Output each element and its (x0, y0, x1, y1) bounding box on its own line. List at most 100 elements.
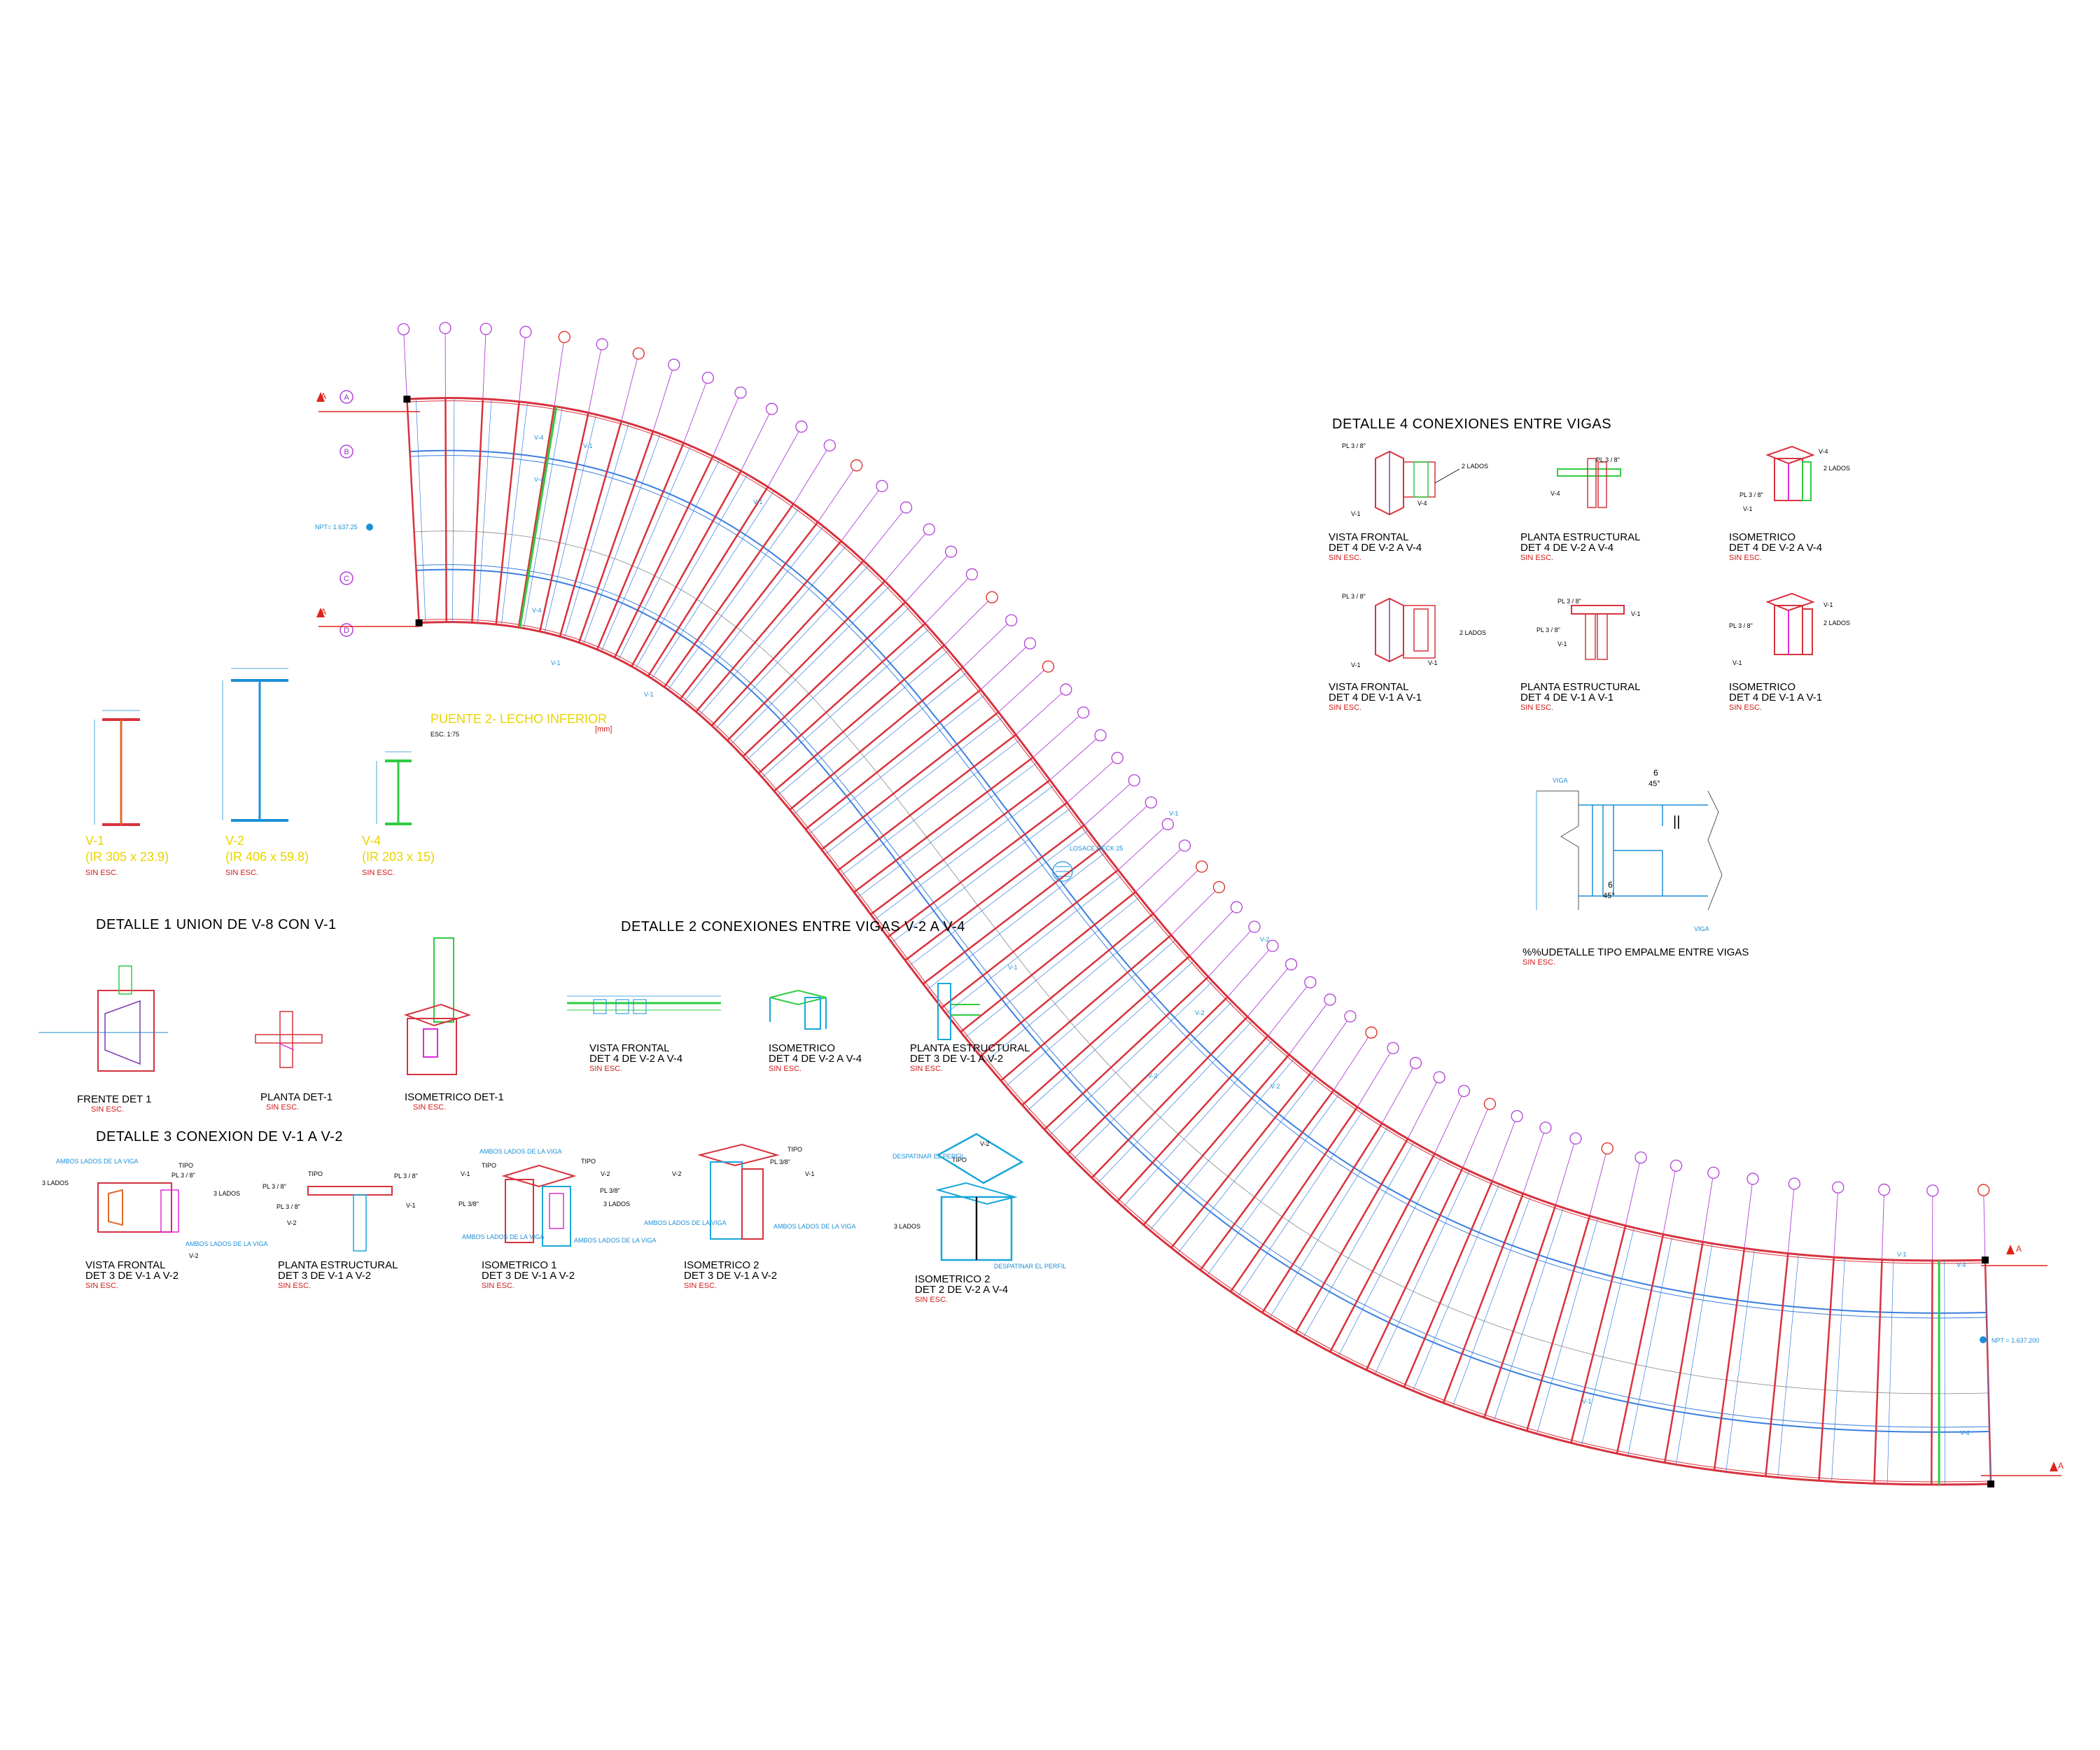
cross-beam (1873, 1259, 1883, 1484)
det4-cap-1-l2: DET 4 DE V-2 A V-4 (1329, 542, 1422, 554)
det3-tipo-label: TIPO (581, 1158, 596, 1165)
det4-v1-label: V-1 (1428, 659, 1438, 666)
cross-beam (1116, 1035, 1269, 1203)
axis-leader (1247, 964, 1292, 1017)
axis-bubble-icon (1178, 839, 1191, 852)
detalle-3: DETALLE 3 CONEXION DE V-1 A V-2 AMBOS LA… (42, 1129, 1066, 1304)
cross-beam-dim (985, 918, 1158, 1063)
axis-bubble-icon (876, 479, 888, 493)
det3-planta: TIPO PL 3 / 8" PL 3 / 8" PL 3 / 8" V-2 V… (262, 1170, 418, 1252)
cross-beam-dim (1269, 1126, 1389, 1318)
det4-cap-4-l2: DET 4 DE V-1 A V-1 (1329, 692, 1422, 704)
det4-cap-1-sin: SIN ESC. (1329, 554, 1362, 562)
axis-leader (1100, 802, 1152, 848)
cross-beam-dim (501, 402, 528, 625)
section-arrow-icon: A (316, 391, 420, 412)
axis-leader (741, 408, 772, 471)
det3-lados-label: 3 LADOS (603, 1200, 630, 1208)
axis-leader (884, 528, 930, 582)
det3-despatinar-label: DESPATINAR EL PERFIL (892, 1153, 965, 1160)
detalle-2-title: DETALLE 2 CONEXIONES ENTRE VIGAS V-2 A V… (621, 919, 965, 934)
det3-v2-label: V-2 (980, 1140, 990, 1147)
axis-bubble-icon (1196, 860, 1208, 873)
det4-cap-3-l1: ISOMETRICO (1729, 531, 1795, 543)
cross-beam-dim (777, 650, 949, 796)
axis-leader (1462, 1103, 1490, 1168)
det4-v4-label: V-4 (1418, 500, 1427, 507)
axis-leader (1227, 945, 1273, 997)
det3-v1-label: V-1 (461, 1170, 470, 1177)
det4-lados-label: 2 LADOS (1462, 463, 1488, 470)
cross-beam (578, 430, 654, 643)
cross-beam-dim (1097, 1021, 1253, 1184)
axis-bubble-icon (1023, 637, 1037, 650)
empalme-viga-top: VIGA (1553, 777, 1568, 784)
row-label-d: D (344, 626, 349, 635)
det2-cap-1-l2: DET 4 DE V-2 A V-4 (589, 1053, 682, 1065)
empalme-title: %%UDETALLE TIPO EMPALME ENTRE VIGAS (1522, 946, 1749, 958)
det4-cap-6-sin: SIN ESC. (1729, 704, 1762, 712)
plan-unit: [mm] (595, 725, 612, 734)
section-v4-spec: (IR 203 x 15) (362, 850, 435, 864)
cross-beam-dim (731, 585, 890, 745)
det4-v1-label: V-1 (1823, 601, 1833, 608)
row-bubble-b[interactable]: B (340, 444, 354, 458)
cross-beam (742, 601, 906, 757)
cross-beam-dim (1303, 1142, 1415, 1338)
axis-bubble-icon (632, 347, 645, 360)
cross-beam (1000, 934, 1172, 1082)
det3-despatinar-label: DESPATINAR EL PERFIL (994, 1263, 1066, 1270)
det4-pl-label: PL 3 / 8" (1342, 593, 1366, 600)
beam-tag: V-2 (1260, 936, 1270, 943)
det3-cap-4-l1: ISOMETRICO 2 (684, 1259, 760, 1271)
axis-bubble-icon (1077, 706, 1090, 719)
cross-beam-dim (1726, 1250, 1755, 1472)
beam-tag: V-1 (1169, 810, 1179, 817)
axis-leader (1135, 845, 1185, 892)
row-bubble-c[interactable]: C (340, 571, 354, 585)
det2-cap-2-l1: ISOMETRICO (769, 1042, 835, 1054)
det4-v1-label: V-1 (1351, 510, 1361, 517)
section-v1: V-1 (IR 305 x 23.9) SIN ESC. (85, 710, 169, 877)
det4-lados-label: 2 LADOS (1823, 465, 1850, 472)
axis-leader (683, 377, 708, 443)
cross-beam (710, 560, 864, 727)
cross-beam (1261, 1122, 1383, 1313)
axis-bubble-icon (1707, 1166, 1720, 1180)
axis-bubble-icon (1060, 683, 1072, 696)
axis-leader (1381, 1063, 1416, 1124)
axis-leader (1118, 824, 1168, 871)
axis-leader (1189, 906, 1237, 957)
cross-beam (853, 757, 1034, 893)
det3-cap-5-l1: ISOMETRICO 2 (915, 1273, 990, 1285)
row-bubble-a[interactable]: A (340, 390, 354, 404)
det3-lados-label: 3 LADOS (894, 1223, 920, 1230)
cross-beam-dim (1628, 1236, 1673, 1456)
support-icon (1981, 1256, 1989, 1264)
det3-iso-2: V-2 TIPO PL 3/8" V-1 AMBOS LADOS DE LA V… (644, 1143, 856, 1240)
cross-beam-dim (683, 526, 824, 702)
beam-tag: V-1 (551, 659, 561, 666)
axis-bubble-icon (1788, 1177, 1800, 1190)
det4-cap-2-sin: SIN ESC. (1520, 554, 1553, 562)
cross-beam (471, 398, 484, 623)
det3-cap-5-l2: DET 2 DE V-2 A V-4 (915, 1284, 1008, 1296)
beam-tag: V-1 (1897, 1251, 1907, 1258)
axis-bubble-icon (1433, 1071, 1446, 1084)
section-v1-spec: (IR 305 x 23.9) (85, 850, 169, 864)
axis-bubble-icon (795, 420, 808, 433)
det3-tipo-label: TIPO (482, 1162, 496, 1169)
edge-beam-outer-flange (407, 400, 1986, 1264)
cross-beam-dim (927, 853, 1105, 990)
det4-pl-label: PL 3 / 8" (1536, 626, 1560, 634)
det3-pl-label: PL 3 / 8" (262, 1183, 286, 1190)
axis-bubble-icon (944, 545, 958, 558)
cross-beam-dim (858, 762, 1037, 898)
axis-leader (998, 666, 1049, 713)
section-mark-top-right: A (2016, 1244, 2022, 1254)
axis-leader (588, 344, 603, 413)
cross-beam-dim (544, 414, 597, 633)
cross-beam (695, 540, 842, 713)
row-bubble-d[interactable]: D (340, 623, 354, 637)
det3-cap-3-l1: ISOMETRICO 1 (482, 1259, 557, 1271)
